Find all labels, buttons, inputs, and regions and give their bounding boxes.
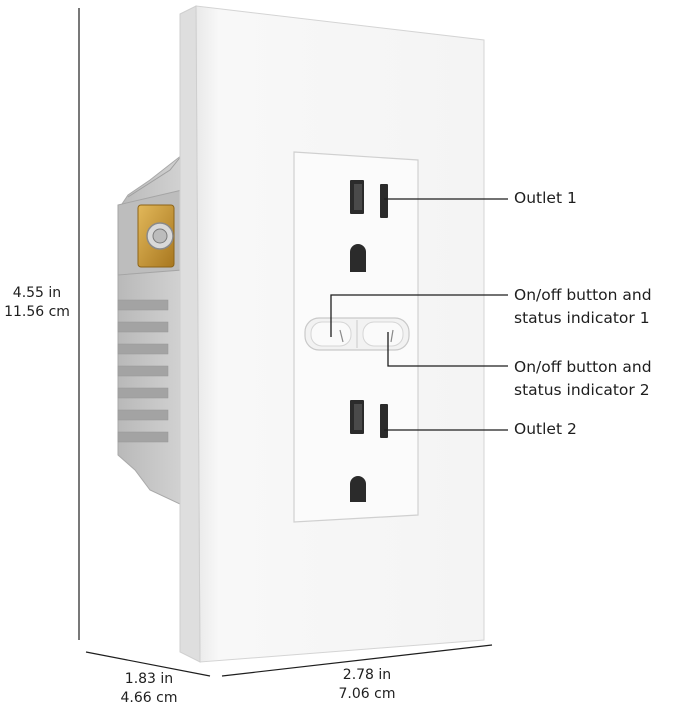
height-inches: 4.55 in xyxy=(12,285,62,301)
height-cm: 11.56 cm xyxy=(4,304,70,320)
callout-button-1-line2: status indicator 1 xyxy=(514,309,650,327)
callout-leaders xyxy=(330,198,508,431)
height-dimension-label: 4.55 in 11.56 cm xyxy=(0,284,74,322)
outlet-2 xyxy=(350,400,388,502)
depth-inches: 1.83 in xyxy=(124,671,174,687)
callout-outlet-1: Outlet 1 xyxy=(514,189,577,207)
vent-slots xyxy=(117,299,169,443)
callout-button-1: On/off button and status indicator 1 xyxy=(514,284,652,330)
leader-button-1 xyxy=(330,294,508,337)
width-cm: 7.06 cm xyxy=(338,686,396,702)
width-inches: 2.78 in xyxy=(342,667,392,683)
callout-button-1-line1: On/off button and xyxy=(514,286,652,304)
depth-cm: 4.66 cm xyxy=(120,690,178,706)
callout-outlet-2: Outlet 2 xyxy=(514,420,577,438)
width-dimension-label: 2.78 in 7.06 cm xyxy=(320,666,414,704)
depth-dimension-label: 1.83 in 4.66 cm xyxy=(104,670,194,708)
callout-button-2-line1: On/off button and xyxy=(514,358,652,376)
on-off-buttons xyxy=(304,317,410,351)
dimension-lines xyxy=(78,8,493,677)
callout-button-2: On/off button and status indicator 2 xyxy=(514,356,652,402)
rear-housing xyxy=(117,153,183,506)
leader-button-2 xyxy=(387,332,508,367)
callout-button-2-line2: status indicator 2 xyxy=(514,381,650,399)
outlet-1 xyxy=(350,180,388,272)
